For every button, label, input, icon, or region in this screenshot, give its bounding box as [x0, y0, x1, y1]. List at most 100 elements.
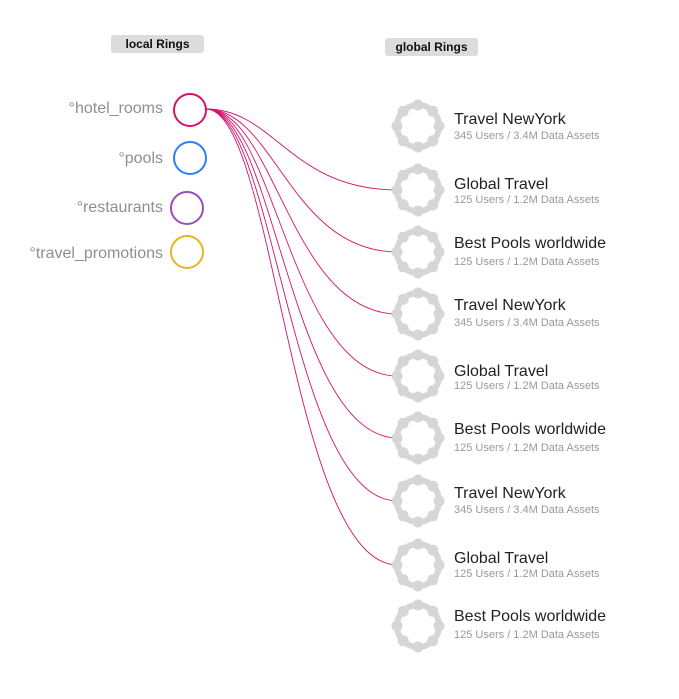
local-ring-hotel-rooms[interactable]: [173, 93, 207, 127]
global-ring-node: [397, 105, 409, 117]
global-ring-node: [397, 231, 409, 243]
global-ring-node: [391, 120, 403, 132]
global-ring-node: [412, 453, 424, 465]
local-ring-label-pools: °pools: [118, 150, 163, 167]
connection-link: [205, 108, 399, 315]
connection-link: [205, 108, 399, 566]
global-ring-subtitle: 125 Users / 1.2M Data Assets: [454, 380, 600, 392]
global-ring-title[interactable]: Best Pools worldwide: [454, 421, 607, 438]
local-ring-travel-promotions[interactable]: [170, 235, 204, 269]
local-rings-header: local Rings: [111, 35, 204, 53]
global-ring-node: [427, 135, 439, 147]
global-ring-node: [397, 293, 409, 305]
global-ring-node: [397, 135, 409, 147]
local-ring-label-restaurants: °restaurants: [76, 199, 163, 216]
global-ring-node: [412, 474, 424, 486]
global-ring-node: [397, 605, 409, 617]
global-ring-node: [397, 323, 409, 335]
global-ring-node: [397, 574, 409, 586]
global-ring-title[interactable]: Best Pools worldwide: [454, 608, 607, 625]
global-ring-node: [412, 516, 424, 528]
global-ring-node: [427, 261, 439, 273]
local-ring-restaurants[interactable]: [170, 191, 204, 225]
global-ring-subtitle: 345 Users / 3.4M Data Assets: [454, 130, 600, 142]
global-ring-subtitle: 125 Users / 1.2M Data Assets: [454, 568, 600, 580]
global-ring-node: [397, 261, 409, 273]
global-ring-icon: [391, 349, 445, 403]
local-ring-pools[interactable]: [173, 141, 207, 175]
global-ring-title[interactable]: Global Travel: [454, 176, 549, 193]
global-ring-node: [412, 99, 424, 111]
global-ring-node: [427, 510, 439, 522]
global-ring-node: [397, 385, 409, 397]
global-ring-node: [412, 287, 424, 299]
global-ring-node: [412, 349, 424, 361]
global-ring-node: [427, 605, 439, 617]
global-ring-subtitle: 345 Users / 3.4M Data Assets: [454, 504, 600, 516]
global-ring-node: [412, 538, 424, 550]
connection-link: [205, 108, 399, 439]
global-ring-node: [433, 246, 445, 258]
global-ring-node: [412, 163, 424, 175]
global-ring-node: [427, 635, 439, 647]
global-ring-node: [412, 141, 424, 153]
global-ring-node: [397, 447, 409, 459]
global-ring-node: [412, 205, 424, 217]
global-ring-node: [391, 495, 403, 507]
global-ring-node: [427, 574, 439, 586]
global-ring-icon: [391, 411, 445, 465]
global-ring-icon: [391, 287, 445, 341]
connection-link: [205, 108, 399, 502]
global-ring-title[interactable]: Travel NewYork: [454, 297, 566, 314]
global-ring-node: [397, 169, 409, 181]
global-ring-node: [391, 559, 403, 571]
global-ring-node: [391, 308, 403, 320]
global-ring-node: [397, 417, 409, 429]
global-ring-node: [412, 391, 424, 403]
global-ring-node: [433, 120, 445, 132]
global-ring-node: [433, 495, 445, 507]
global-ring-node: [427, 293, 439, 305]
global-ring-node: [433, 308, 445, 320]
global-ring-title[interactable]: Travel NewYork: [454, 111, 566, 128]
global-ring-title[interactable]: Best Pools worldwide: [454, 235, 607, 252]
local-ring-label-hotel-rooms: °hotel_rooms: [68, 100, 163, 117]
connection-link: [205, 108, 399, 191]
global-ring-node: [427, 199, 439, 211]
global-ring-title[interactable]: Global Travel: [454, 363, 549, 380]
global-ring-node: [427, 323, 439, 335]
global-ring-node: [433, 370, 445, 382]
global-ring-title[interactable]: Global Travel: [454, 550, 549, 567]
global-ring-node: [391, 184, 403, 196]
global-ring-node: [391, 246, 403, 258]
global-ring-node: [433, 620, 445, 632]
global-ring-node: [427, 544, 439, 556]
global-ring-node: [427, 105, 439, 117]
global-ring-node: [427, 231, 439, 243]
global-ring-icon: [391, 599, 445, 653]
global-ring-node: [433, 432, 445, 444]
global-ring-node: [412, 641, 424, 653]
global-ring-node: [397, 510, 409, 522]
global-ring-node: [427, 447, 439, 459]
global-ring-node: [391, 370, 403, 382]
global-ring-node: [412, 329, 424, 341]
global-ring-subtitle: 345 Users / 3.4M Data Assets: [454, 317, 600, 329]
global-ring-icon: [391, 538, 445, 592]
connection-link: [205, 108, 399, 377]
global-ring-node: [397, 355, 409, 367]
global-ring-node: [412, 411, 424, 423]
global-ring-icon: [391, 99, 445, 153]
global-ring-node: [427, 355, 439, 367]
global-ring-node: [412, 225, 424, 237]
global-ring-title[interactable]: Travel NewYork: [454, 485, 566, 502]
global-rings-header: global Rings: [385, 38, 478, 56]
global-ring-node: [433, 184, 445, 196]
global-ring-icon: [391, 474, 445, 528]
global-ring-icon: [391, 225, 445, 279]
global-ring-subtitle: 125 Users / 1.2M Data Assets: [454, 194, 600, 206]
global-ring-node: [391, 620, 403, 632]
global-ring-icon: [391, 163, 445, 217]
global-ring-node: [427, 480, 439, 492]
